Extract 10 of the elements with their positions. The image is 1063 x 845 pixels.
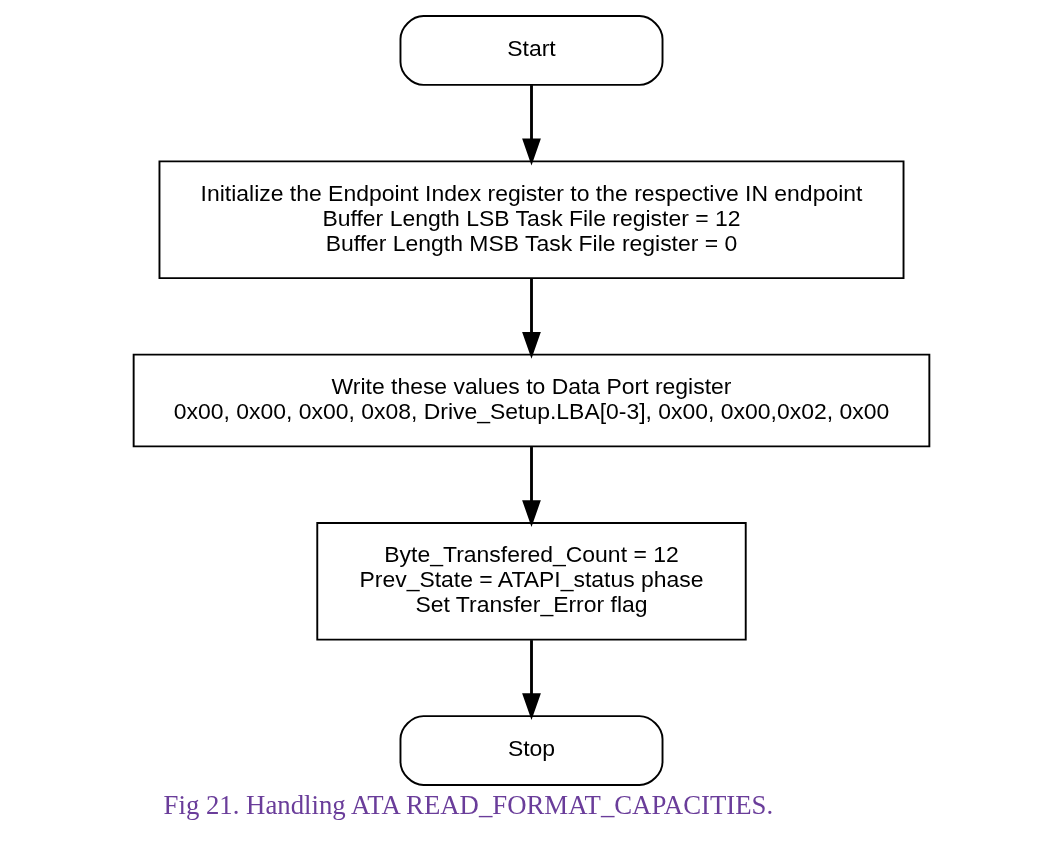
node-box: Write these values to Data Port register 0x00, 0x00, 0x00, 0x08, Drive_Setup.LBA[0-3], 0x00, 0x00,0x02, 0x00 bbox=[132, 353, 931, 448]
node-box: Start bbox=[399, 15, 664, 86]
node-box: Byte_Transfered_Count = 12 Prev_State = ATAPI_status phase Set Transfer_Error flag bbox=[316, 521, 747, 641]
arrow bbox=[522, 278, 541, 359]
arrow bbox=[522, 85, 541, 166]
caption: Fig 21. Handling ATA READ_FORMAT_CAPACITIES. bbox=[163, 790, 774, 821]
node-box: Stop bbox=[399, 715, 664, 786]
arrow bbox=[522, 640, 541, 721]
node-box: Initialize the Endpoint Index register to the respective IN endpoint Buffer Length LSB Task File register = 12 Buffer Length MSB Task File register = 0 bbox=[158, 160, 905, 280]
arrow bbox=[522, 447, 541, 527]
